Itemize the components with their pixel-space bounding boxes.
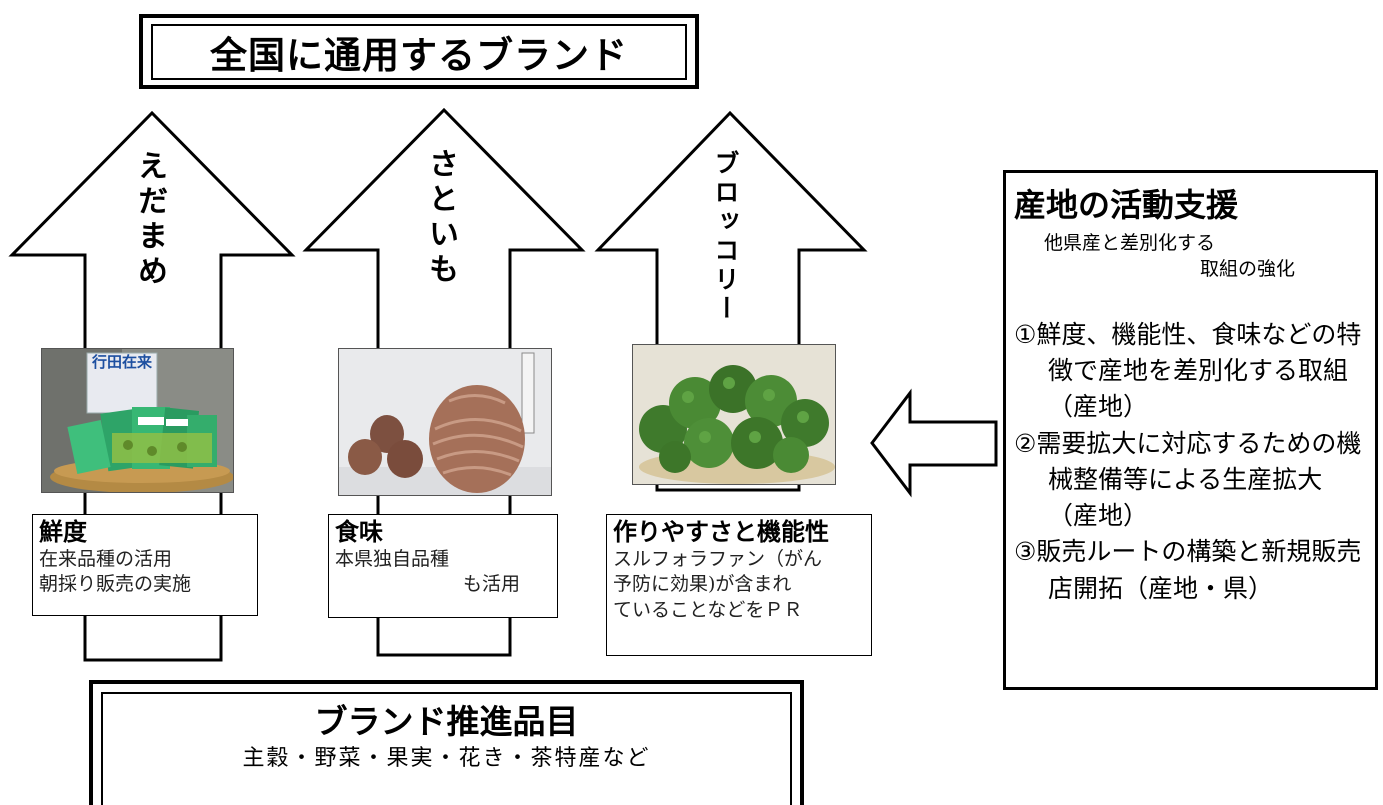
support-item-1: ①鮮度、機能性、食味などの特徴で産地を差別化する取組（産地） bbox=[1014, 319, 1362, 422]
caption-line-satoimo-1: 本県独自品種 bbox=[335, 547, 450, 570]
satoimo-photo bbox=[338, 348, 552, 496]
bottom-box-subtitle: 主穀・野菜・果実・花き・茶特産など bbox=[242, 745, 651, 771]
caption-line-broccoli-1: スルフォラファン（がん bbox=[613, 547, 823, 570]
caption-line-satoimo-2: も活用 bbox=[463, 573, 521, 596]
caption-title-broccoli: 作りやすさと機能性 bbox=[613, 518, 829, 546]
caption-box-broccoli: 作りやすさと機能性 スルフォラファン（がん 予防に効果)が含まれ ていることなど… bbox=[606, 514, 872, 656]
caption-line-edamame-2: 朝採り販売の実施 bbox=[39, 573, 192, 596]
caption-title-edamame: 鮮度 bbox=[39, 518, 87, 546]
support-left-arrow bbox=[870, 388, 998, 498]
support-panel-list: ①鮮度、機能性、食味などの特徴で産地を差別化する取組（産地） ②需要拡大に対応す… bbox=[1014, 317, 1367, 607]
bottom-box-title: ブランド推進品目 bbox=[314, 702, 579, 741]
support-panel-subtitle-1: 他県産と差別化する bbox=[1044, 231, 1216, 254]
support-panel-title: 産地の活動支援 bbox=[1014, 186, 1239, 224]
bottom-box-frame bbox=[89, 680, 804, 805]
caption-box-edamame: 鮮度 在来品種の活用 朝採り販売の実施 bbox=[32, 514, 258, 616]
support-panel-subtitle-2: 取組の強化 bbox=[1200, 258, 1296, 281]
edamame-photo-image bbox=[42, 349, 233, 492]
arrow-label-broccoli: ブロッコリー bbox=[711, 150, 740, 324]
caption-title-satoimo: 食味 bbox=[335, 518, 383, 546]
edamame-photo: 行田在来 bbox=[41, 348, 234, 493]
bottom-box: ブランド推進品目 主穀・野菜・果実・花き・茶特産など bbox=[101, 692, 792, 805]
support-item-2: ②需要拡大に対応するための機械整備等による生産拡大（産地） bbox=[1014, 428, 1362, 531]
top-title-frame bbox=[139, 14, 699, 89]
support-item-3: ③販売ルートの構築と新規販売店開拓（産地・県） bbox=[1014, 537, 1362, 603]
edamame-sign-text: 行田在来 bbox=[91, 353, 152, 371]
caption-line-broccoli-2: 予防に効果)が含まれ bbox=[613, 573, 792, 596]
arrow-label-edamame: えだまめ bbox=[132, 150, 167, 290]
satoimo-photo-image bbox=[339, 349, 551, 495]
caption-box-satoimo: 食味 本県独自品種 も活用 bbox=[328, 514, 558, 618]
support-panel: 産地の活動支援 他県産と差別化する 取組の強化 ①鮮度、機能性、食味などの特徴で… bbox=[1003, 170, 1378, 690]
broccoli-photo bbox=[632, 344, 836, 485]
arrow-label-satoimo: さといも bbox=[423, 148, 458, 288]
caption-line-broccoli-3: ていることなどをＰＲ bbox=[613, 598, 803, 621]
caption-line-edamame-1: 在来品種の活用 bbox=[39, 547, 173, 570]
top-title: 全国に通用するブランド bbox=[151, 24, 687, 80]
broccoli-photo-image bbox=[633, 345, 835, 484]
